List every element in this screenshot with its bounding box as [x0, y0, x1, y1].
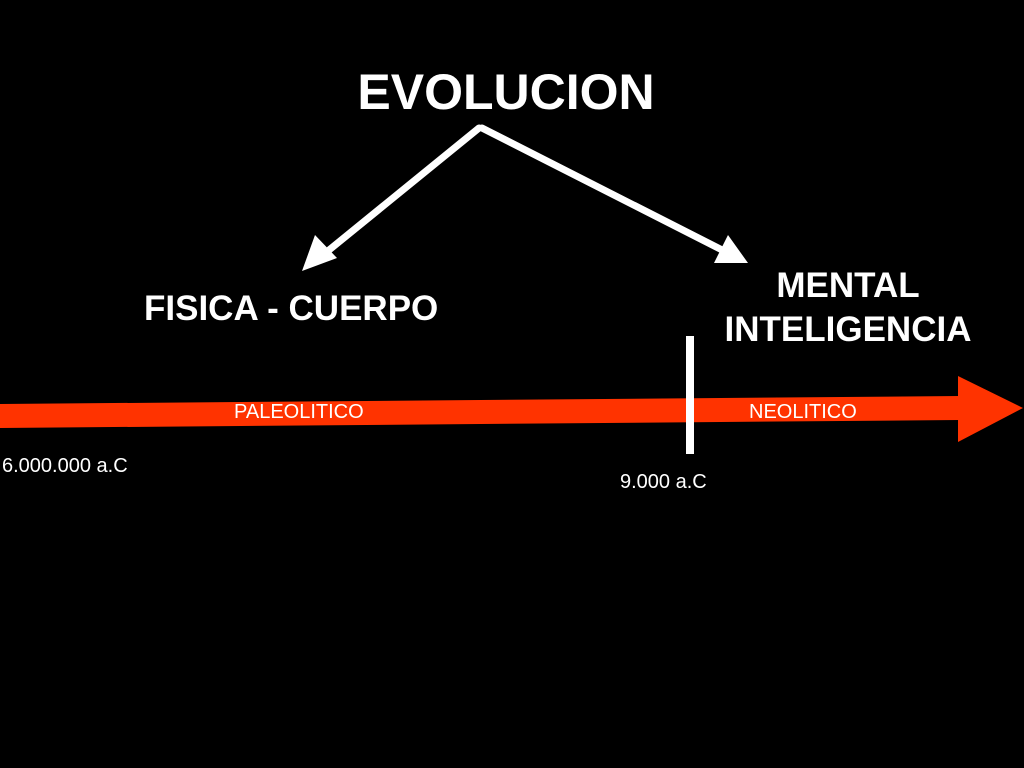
branch-arrows: [302, 124, 748, 271]
arrow-to-physical: [314, 124, 483, 263]
arrow-head-physical: [302, 235, 337, 271]
timeline-start-date: 6.000.000 a.C: [2, 455, 128, 477]
arrow-head-mental: [714, 235, 748, 263]
era-divider: [686, 336, 694, 454]
slide-title: EVOLUCION: [357, 64, 655, 120]
branch-mental-line1: MENTAL: [776, 266, 920, 305]
arrow-to-mental: [478, 124, 734, 258]
branch-physical-label: FISICA - CUERPO: [144, 289, 439, 328]
era-label-neolithic: NEOLITICO: [749, 401, 857, 423]
era-label-paleolithic: PALEOLITICO: [234, 401, 364, 423]
timeline-shaft: [0, 396, 960, 428]
branch-mental-line2: INTELIGENCIA: [724, 310, 972, 349]
timeline-arrow: [0, 376, 1023, 442]
timeline-split-date: 9.000 a.C: [620, 471, 707, 493]
branch-mental-label: MENTAL INTELIGENCIA: [690, 264, 1006, 352]
timeline-arrow-head: [958, 376, 1023, 442]
